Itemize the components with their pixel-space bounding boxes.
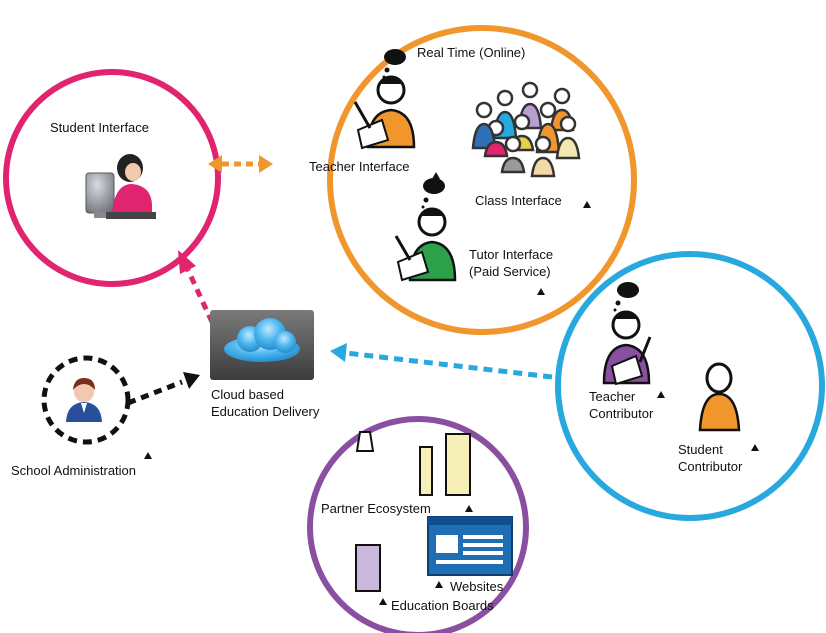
cloud-label-line1: Cloud based — [211, 387, 284, 402]
cloud-icon — [224, 318, 300, 362]
student-at-computer-icon — [85, 154, 156, 219]
teacher-contributor-label-line1: Teacher — [589, 389, 636, 404]
tutor-icon — [394, 178, 457, 282]
orange-double-arrow — [208, 155, 273, 173]
websites-icon — [427, 516, 513, 576]
cloud-label-line2: Education Delivery — [211, 404, 320, 419]
class-interface-label: Class Interface — [475, 193, 562, 208]
student-interface-label: Student Interface — [50, 120, 150, 135]
teacher-contributor-label-line2: Contributor — [589, 406, 654, 421]
education-boards-label: Education Boards — [391, 598, 494, 613]
blue-arrow — [330, 343, 553, 380]
teacher-interface-label: Teacher Interface — [309, 159, 410, 174]
school-admin-circle — [41, 355, 131, 445]
real-time-label: Real Time (Online) — [417, 45, 526, 60]
tutor-interface-label: Tutor Interface — [469, 247, 554, 262]
cloud-delivery-box — [210, 310, 314, 380]
student-interface-circle — [3, 69, 221, 287]
student-contributor-icon — [698, 362, 741, 432]
contributor-circle — [555, 251, 825, 521]
teacher-icon — [353, 49, 416, 150]
class-crowd-icon — [471, 81, 581, 178]
school-admin-label: School Administration — [11, 463, 137, 478]
pink-arrow — [178, 250, 215, 324]
student-contributor-label-line1: Student — [678, 442, 723, 457]
triangle-markers — [144, 172, 759, 605]
partner-ecosystem-circle — [307, 416, 529, 633]
school-admin-icon — [66, 378, 102, 422]
partner-ecosystem-icons — [355, 431, 471, 592]
websites-label: Websites — [450, 579, 504, 594]
black-arrow — [127, 372, 200, 406]
teacher-group-circle — [327, 25, 637, 335]
tutor-paid-service-label: (Paid Service) — [469, 264, 551, 279]
partner-ecosystem-label: Partner Ecosystem — [321, 501, 431, 516]
teacher-contributor-icon — [602, 282, 652, 386]
student-contributor-label-line2: Contributor — [678, 459, 743, 474]
